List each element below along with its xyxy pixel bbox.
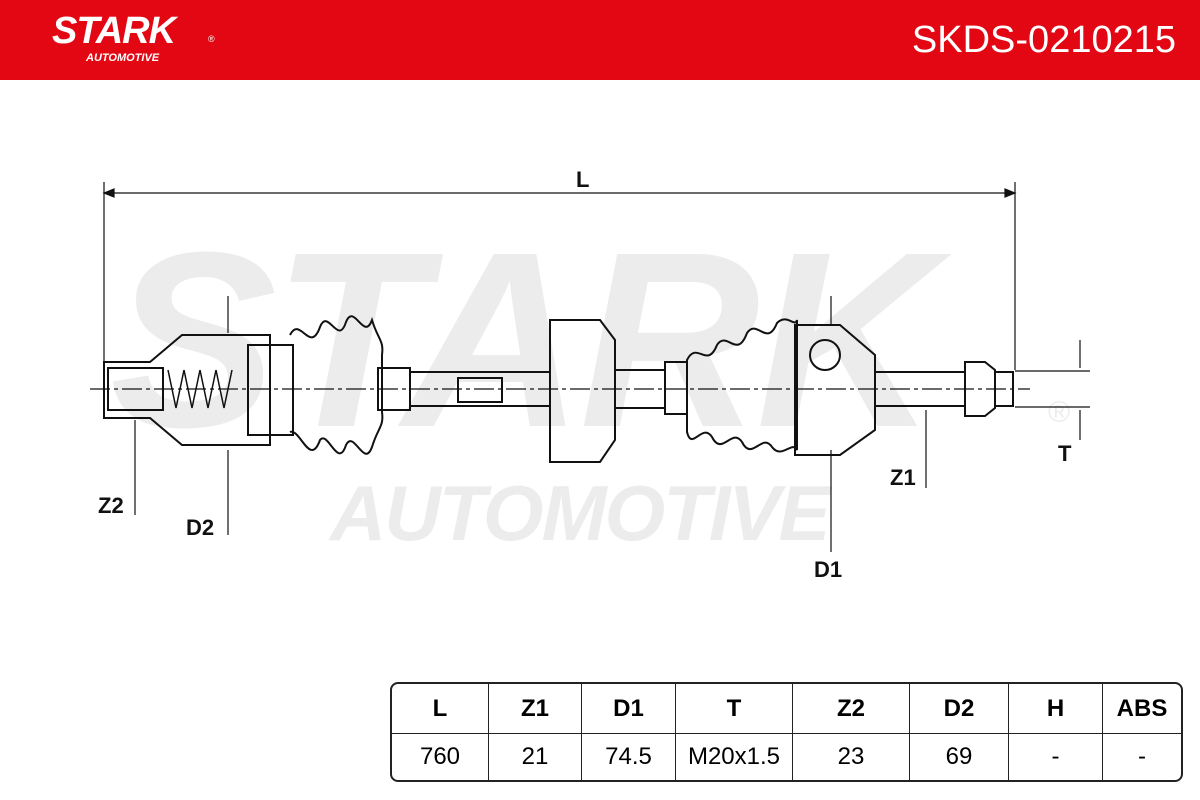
shaft — [409, 319, 666, 463]
cell: 74.5 — [582, 734, 676, 780]
table-row: 760 21 74.5 M20x1.5 23 69 - - — [392, 734, 1181, 780]
table-header-row: L Z1 D1 T Z2 D2 H ABS — [392, 684, 1181, 734]
header-bar: STARK ® AUTOMOTIVE SKDS-0210215 — [0, 0, 1200, 80]
dimension-lines — [90, 182, 1090, 552]
cell: 23 — [793, 734, 910, 780]
col-header: H — [1009, 684, 1103, 734]
cell: 21 — [489, 734, 582, 780]
col-header: Z2 — [793, 684, 910, 734]
label-l: L — [576, 167, 590, 192]
cell: - — [1009, 734, 1103, 780]
label-d2: D2 — [186, 515, 215, 540]
watermark-registered: ® — [1048, 396, 1071, 429]
col-header: T — [676, 684, 793, 734]
part-number: SKDS-0210215 — [911, 19, 1176, 61]
label-z1: Z1 — [890, 465, 916, 490]
col-header: L — [392, 684, 489, 734]
col-header: D1 — [582, 684, 676, 734]
cell: - — [1138, 743, 1146, 770]
col-header: D2 — [910, 684, 1009, 734]
watermark-automotive: AUTOMOTIVE — [330, 469, 831, 557]
cell: 760 — [392, 734, 489, 780]
outer-joint-right — [794, 324, 1014, 456]
boot-right — [664, 318, 798, 453]
cell: M20x1.5 — [676, 734, 793, 780]
logo-registered: ® — [208, 34, 215, 44]
logo-subtext: AUTOMOTIVE — [86, 52, 160, 64]
logo-text: STARK — [52, 10, 176, 52]
spec-table: L Z1 D1 T Z2 D2 H ABS 760 21 74.5 M20x1.… — [390, 682, 1183, 782]
col-header: ABS — [1103, 684, 1181, 734]
col-header: Z1 — [489, 684, 582, 734]
label-d1: D1 — [814, 557, 843, 582]
outer-joint-left — [103, 334, 294, 446]
cell: 69 — [910, 734, 1009, 780]
label-t: T — [1058, 441, 1072, 466]
stark-logo: STARK ® AUTOMOTIVE — [52, 10, 222, 72]
boot-left — [289, 315, 411, 455]
label-z2: Z2 — [98, 493, 124, 518]
